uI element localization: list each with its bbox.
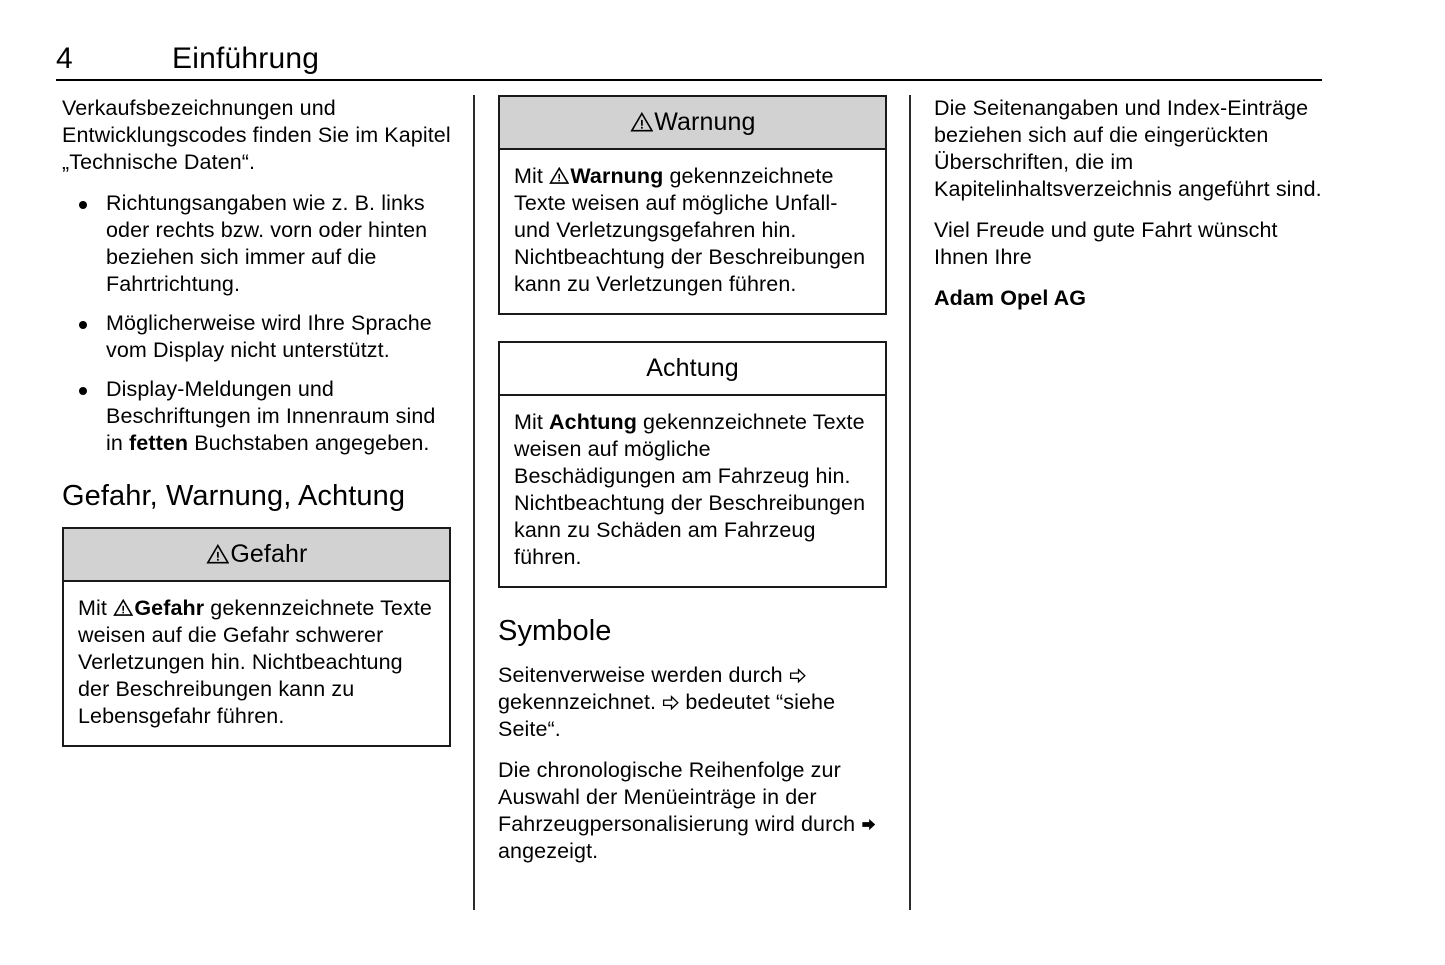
symbole-p1-part-1: Seitenverweise werden durch <box>498 663 789 687</box>
header-rule <box>56 79 1322 81</box>
notice-box-achtung-body: Mit Achtung gekennzeichnete Texte weisen… <box>500 396 885 586</box>
closing-paragraph-2: Viel Freude und gute Fahrt wünscht Ihnen… <box>934 218 1278 269</box>
notice-box-achtung-label: Achtung <box>646 354 739 382</box>
notice-body-text: gekennzeichnete Texte weisen auf möglich… <box>514 410 866 569</box>
notice-box-warnung-label: Warnung <box>654 108 756 136</box>
column-one: Verkaufsbezeichnungen und Entwicklungsco… <box>62 95 454 773</box>
symbole-paragraph-2: Die chronologische Reihenfolge zur Auswa… <box>498 757 890 865</box>
notice-body-prefix: Mit <box>78 596 114 620</box>
column-divider-2 <box>909 95 911 910</box>
list-item-text-part-1: Display-Meldungen und Beschriftungen im … <box>106 377 436 455</box>
notice-box-achtung-header: Achtung <box>500 343 885 396</box>
list-item: Möglicherweise wird Ihre Sprache vom Dis… <box>62 310 454 364</box>
list-item-emphasis: fetten <box>129 431 189 455</box>
page-header: 4 Einführung <box>56 40 1322 84</box>
notice-body-emphasis: Gefahr <box>134 596 205 620</box>
notice-box-achtung: Achtung Mit Achtung gekennzeichnete Text… <box>498 341 887 588</box>
page-number: 4 <box>56 42 73 75</box>
notice-box-warnung-header: Warnung <box>500 97 885 150</box>
warning-triangle-icon <box>113 599 134 616</box>
symbole-p2-part-2: angezeigt. <box>498 839 599 863</box>
warning-triangle-icon <box>205 543 230 564</box>
notice-body-prefix: Mit <box>514 410 550 434</box>
notice-body-text: gekennzeichnete Texte weisen auf möglich… <box>514 164 866 296</box>
notice-box-warnung: Warnung Mit Warnung gekennzeichnete Text… <box>498 95 887 315</box>
column-three: Die Seitenangaben und Index-Einträge bez… <box>934 95 1326 312</box>
warning-triangle-icon <box>629 111 654 132</box>
list-item: Richtungsangaben wie z. B. links oder re… <box>62 190 454 298</box>
section-heading-symbole: Symbole <box>498 615 612 647</box>
warning-triangle-icon <box>549 167 570 184</box>
list-item-text: Möglicherweise wird Ihre Sprache vom Dis… <box>106 311 432 362</box>
symbole-paragraph-1: Seitenverweise werden durch gekennzeichn… <box>498 662 890 743</box>
section-heading-gefahr-warnung-achtung: Gefahr, Warnung, Achtung <box>62 480 406 512</box>
list-item: Display-Meldungen und Beschriftungen im … <box>62 376 454 457</box>
notice-box-warnung-body: Mit Warnung gekennzeichnete Texte weisen… <box>500 150 885 313</box>
notice-box-gefahr: Gefahr Mit Gefahr gekennzeichnete Texte … <box>62 527 451 747</box>
chapter-title: Einführung <box>172 42 320 75</box>
arrow-hollow-right-icon <box>789 667 806 684</box>
notice-body-emphasis: Achtung <box>549 410 637 434</box>
list-item-text: Richtungsangaben wie z. B. links oder re… <box>106 191 428 296</box>
notice-box-gefahr-header: Gefahr <box>64 529 449 582</box>
notice-box-gefahr-body: Mit Gefahr gekennzeichnete Texte weisen … <box>64 582 449 745</box>
signature: Adam Opel AG <box>934 286 1087 310</box>
column-two: Warnung Mit Warnung gekennzeichnete Text… <box>498 95 890 865</box>
symbole-p1-part-2: gekennzeichnet. <box>498 690 663 714</box>
column-divider-1 <box>473 95 475 910</box>
notice-box-gefahr-label: Gefahr <box>230 540 308 568</box>
content-columns: Verkaufsbezeichnungen und Entwicklungsco… <box>0 95 1445 915</box>
arrow-hollow-right-icon <box>662 694 679 711</box>
notice-body-emphasis: Warnung <box>570 164 664 188</box>
symbole-p1-part-3: bedeutet “siehe Seite“. <box>498 690 836 741</box>
notice-body-text: gekennzeichnete Texte weisen auf die Gef… <box>78 596 432 728</box>
intro-bullet-list: Richtungsangaben wie z. B. links oder re… <box>62 190 454 457</box>
intro-paragraph: Verkaufsbezeichnungen und Entwicklungsco… <box>62 96 451 174</box>
notice-body-prefix: Mit <box>514 164 550 188</box>
list-item-text-part-2: Buchstaben angegeben. <box>188 431 430 455</box>
closing-paragraph-1: Die Seitenangaben und Index-Einträge bez… <box>934 96 1322 201</box>
arrow-solid-right-icon <box>861 817 876 832</box>
symbole-p2-part-1: Die chronologische Reihenfolge zur Auswa… <box>498 758 862 836</box>
